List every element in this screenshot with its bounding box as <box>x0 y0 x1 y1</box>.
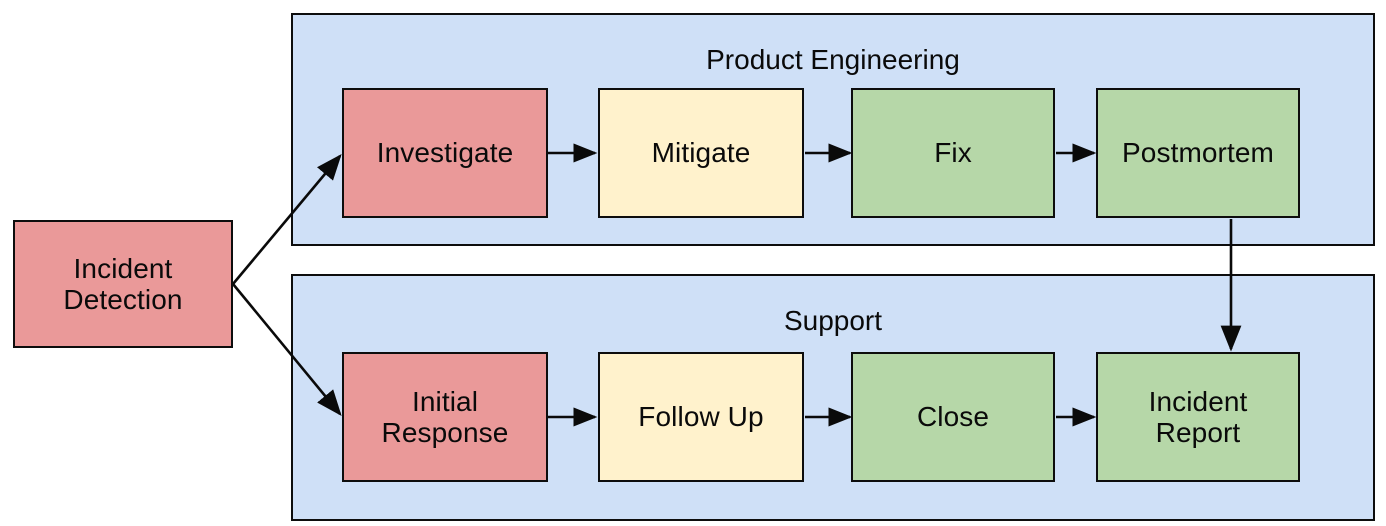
node-label-close: Close <box>916 401 990 433</box>
swimlane-title-product-engineering: Product Engineering <box>706 44 960 75</box>
node-label-investigate: Investigate <box>376 137 514 169</box>
node-investigate[interactable]: Investigate <box>342 88 548 218</box>
node-postmortem[interactable]: Postmortem <box>1096 88 1300 218</box>
node-close[interactable]: Close <box>851 352 1055 482</box>
node-label-line-2: Report <box>1155 417 1241 448</box>
swimlane-title-support: Support <box>783 305 883 336</box>
node-fix[interactable]: Fix <box>851 88 1055 218</box>
node-label-line-2: Response <box>381 417 509 448</box>
node-label-line-1: Incident <box>1148 385 1248 417</box>
node-label-postmortem: Postmortem <box>1122 137 1274 169</box>
node-incident-detection[interactable]: Incident Detection <box>13 220 233 348</box>
node-mitigate[interactable]: Mitigate <box>598 88 804 218</box>
node-follow-up[interactable]: Follow Up <box>598 352 804 482</box>
node-initial-response[interactable]: Initial Response <box>342 352 548 482</box>
node-incident-report[interactable]: Incident Report <box>1096 352 1300 482</box>
node-label-line-1: Initial <box>411 385 479 417</box>
node-label-follow-up: Follow Up <box>638 401 764 433</box>
node-label-line-2: Detection <box>63 284 183 315</box>
node-label-mitigate: Mitigate <box>651 137 751 169</box>
node-label-fix: Fix <box>934 137 972 169</box>
node-label-line-1: Incident <box>73 252 173 284</box>
